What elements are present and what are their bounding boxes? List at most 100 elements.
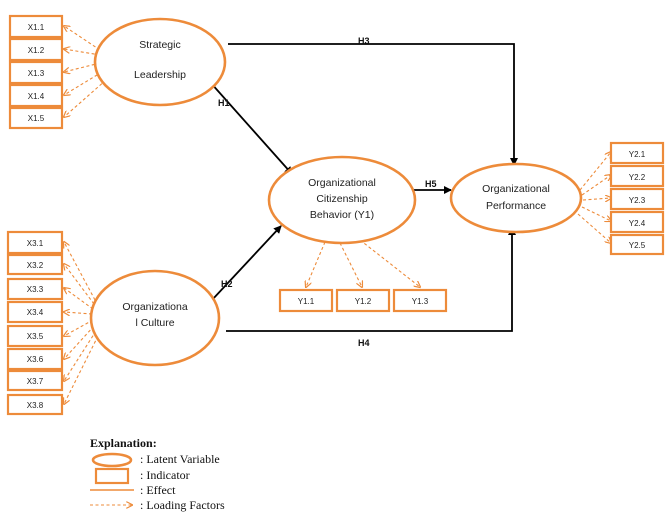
indicator-box [8, 83, 64, 108]
loading-arrow [359, 239, 420, 287]
loading-arrow [64, 319, 94, 336]
latent-ellipse [267, 155, 417, 245]
latent-ocb: Organizational Citizenship Behavior (Y1) [267, 155, 417, 245]
h2-label: H2 [221, 279, 233, 289]
indicator-box [8, 106, 64, 130]
h3-label: H3 [358, 36, 370, 46]
latent-organizational-performance: Organizational Performance [449, 162, 583, 234]
indicator-label: X1.2 [28, 46, 45, 55]
legend-title: Explanation: [90, 436, 157, 450]
legend-indicator-symbol [94, 467, 130, 485]
indicator-label: X3.8 [27, 401, 44, 410]
indicator-label: Y2.1 [629, 150, 646, 159]
latent-label: Organizational [308, 177, 376, 189]
indicator-box [6, 230, 64, 255]
loading-arrow [64, 325, 95, 359]
indicator-label: X3.3 [27, 285, 44, 294]
loading-arrow [306, 241, 326, 287]
loading-arrow [582, 198, 611, 200]
indicator-label: X3.4 [27, 308, 44, 317]
loading-arrows-y2 [577, 152, 611, 243]
loading-arrow [577, 213, 611, 243]
indicator-label: X1.3 [28, 69, 45, 78]
indicator-box [609, 164, 665, 188]
indicator-box [6, 300, 64, 324]
indicator-box [609, 141, 665, 165]
latent-label: Performance [486, 200, 546, 212]
loading-arrow [579, 152, 611, 191]
latent-label: Citizenship [316, 193, 368, 205]
latent-label: Leadership [134, 69, 186, 81]
indicator-box [392, 288, 448, 313]
loading-arrows-x3 [64, 242, 99, 404]
path-h1 [209, 81, 293, 175]
latent-strategic-leadership: Strategic Leadership [93, 17, 227, 107]
h1-label: H1 [218, 98, 230, 108]
path-h2 [211, 225, 282, 301]
indicator-label: X3.5 [27, 332, 44, 341]
indicators-y1: Y1.1 Y1.2 Y1.3 [278, 288, 448, 313]
loading-arrow [64, 330, 97, 381]
indicator-label: Y2.2 [629, 173, 646, 182]
indicator-label: X3.1 [27, 239, 44, 248]
latent-ellipse [89, 269, 221, 367]
indicator-label: Y2.3 [629, 196, 646, 205]
loading-arrows-x1 [64, 26, 107, 117]
latent-organizational-culture: Organizationa l Culture [89, 269, 221, 367]
indicator-label: Y1.2 [355, 297, 372, 306]
loading-arrows-y1 [306, 239, 420, 287]
h5-label: H5 [425, 179, 437, 189]
loading-arrow [64, 79, 107, 117]
indicator-box [609, 210, 665, 234]
indicator-box [8, 14, 64, 39]
indicator-box [278, 288, 334, 313]
indicator-box [6, 253, 64, 276]
loading-arrow [581, 206, 611, 221]
latent-label: Strategic [139, 39, 180, 51]
indicators-x3: X3.1 X3.2 X3.3 X3.4 X3.5 X3.6 X3.7 X3.8 [6, 230, 64, 416]
legend-indicator-text: : Indicator [140, 468, 190, 482]
indicator-label: X1.1 [28, 23, 45, 32]
loading-arrow [64, 26, 101, 51]
indicator-box [8, 60, 64, 85]
indicator-label: X1.4 [28, 92, 45, 101]
legend: Explanation: : Latent Variable : Indicat… [90, 436, 225, 512]
indicator-label: Y2.5 [629, 241, 646, 250]
loading-arrow [339, 242, 362, 287]
loading-arrow [64, 288, 94, 310]
indicator-box [609, 187, 665, 211]
loading-arrow [64, 312, 93, 314]
indicator-box [335, 288, 391, 313]
loading-arrow [64, 49, 101, 56]
loading-arrow [64, 71, 103, 95]
latent-ellipse [449, 162, 583, 234]
indicator-label: X3.2 [27, 261, 44, 270]
indicator-box [6, 347, 64, 371]
path-h4 [226, 227, 516, 332]
indicators-x1: X1.1 X1.2 X1.3 X1.4 X1.5 [8, 14, 64, 130]
latent-label: l Culture [135, 317, 174, 329]
path-h3 [228, 43, 518, 166]
legend-latent-text: : Latent Variable [140, 452, 220, 466]
indicator-box [609, 233, 665, 256]
latent-label: Organizational [482, 183, 550, 195]
indicator-label: X3.7 [27, 377, 44, 386]
h4-label: H4 [358, 338, 370, 348]
indicator-box [6, 324, 64, 348]
legend-latent-symbol [91, 452, 133, 468]
indicator-label: Y1.3 [412, 297, 429, 306]
loading-arrow [64, 335, 99, 404]
structural-paths [209, 43, 518, 332]
indicators-y2: Y2.1 Y2.2 Y2.3 Y2.4 Y2.5 [609, 141, 665, 256]
loading-arrow [581, 175, 611, 196]
indicator-label: Y1.1 [298, 297, 315, 306]
legend-loading-text: : Loading Factors [140, 498, 225, 512]
indicator-label: X3.6 [27, 355, 44, 364]
indicator-box [6, 277, 64, 301]
latent-ellipse [93, 17, 227, 107]
indicator-label: Y2.4 [629, 219, 646, 228]
loading-arrow [64, 264, 95, 305]
latent-label: Behavior (Y1) [310, 209, 374, 221]
indicator-box [8, 37, 64, 62]
